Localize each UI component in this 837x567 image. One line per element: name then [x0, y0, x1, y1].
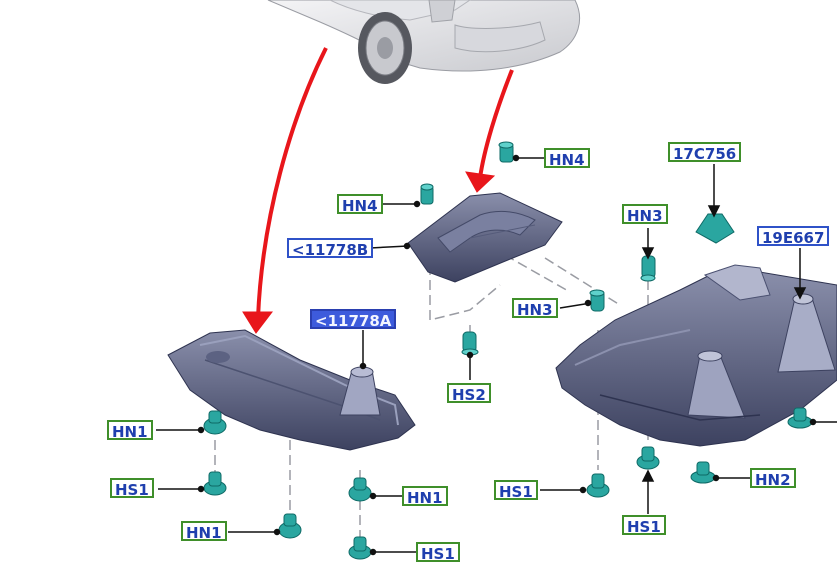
- fastener-hn3-upper: [640, 255, 656, 282]
- fastener-17c756: [695, 213, 735, 244]
- callout-hn4-left[interactable]: HN4: [337, 194, 383, 215]
- callout-17C756[interactable]: 17C756: [668, 142, 742, 163]
- callout-hn1-b[interactable]: HN1: [402, 486, 448, 507]
- fastener-hn1-a: [203, 410, 227, 435]
- fastener-hn4-top: [498, 141, 514, 163]
- fastener-right-edge: [787, 407, 813, 429]
- fastener-hs1-d: [636, 446, 660, 470]
- fastener-hs1-a: [203, 471, 227, 496]
- fastener-hs1-b: [348, 536, 372, 560]
- red-arrows: [242, 47, 514, 334]
- callout-hn2[interactable]: HN2: [750, 468, 796, 489]
- fastener-hn3-left: [589, 289, 605, 312]
- fastener-hs1-c: [586, 473, 610, 498]
- callout-hs1-a[interactable]: HS1: [110, 478, 154, 499]
- callout-hn4-top[interactable]: HN4: [544, 148, 590, 169]
- callout-hn1-c[interactable]: HN1: [181, 521, 227, 542]
- callout-11778B[interactable]: <11778B: [287, 238, 374, 259]
- part-11778A-shield: [167, 329, 416, 451]
- callout-hs1-c[interactable]: HS1: [494, 480, 538, 501]
- part-11778B-shield: [407, 192, 563, 283]
- fastener-hn2: [690, 461, 716, 484]
- fastener-hn4-left: [420, 183, 434, 205]
- part-19E667-shield: [555, 264, 837, 447]
- callout-hs1-d[interactable]: HS1: [622, 515, 666, 536]
- callout-hs2[interactable]: HS2: [447, 383, 491, 404]
- vehicle-rear: [267, 0, 581, 84]
- callout-hs1-b[interactable]: HS1: [416, 542, 460, 563]
- callout-19E667[interactable]: 19E667: [757, 226, 830, 247]
- fastener-hs2: [461, 331, 479, 356]
- fastener-hn1-b: [348, 477, 372, 502]
- callout-11778A-selected[interactable]: <11778A: [310, 309, 397, 330]
- callout-hn3-left[interactable]: HN3: [512, 298, 558, 319]
- leader-lines: [156, 154, 837, 556]
- callout-hn3-upper[interactable]: HN3: [622, 204, 668, 225]
- fastener-hn1-c: [278, 513, 302, 539]
- callout-hn1-a[interactable]: HN1: [107, 420, 153, 441]
